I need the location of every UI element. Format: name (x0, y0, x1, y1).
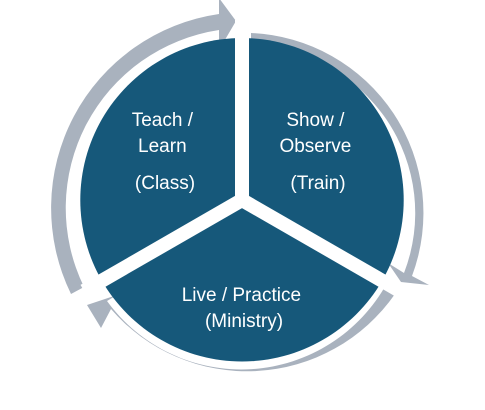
label-line: (Ministry) (205, 311, 283, 332)
divider-right (238, 193, 404, 298)
label-line: (Class) (135, 173, 195, 194)
label-line: Observe (279, 136, 351, 157)
segment-label-live: Live / Practice (Ministry) (182, 285, 307, 332)
label-line: Show / (286, 110, 345, 131)
segment-dividers (80, 20, 404, 298)
divider-left (80, 193, 246, 298)
segment-live-practice (102, 200, 382, 362)
label-line: Teach / (132, 110, 194, 131)
cycle-arrow-show-to-live (251, 33, 429, 285)
label-line: Learn (138, 136, 187, 157)
cycle-arrow-teach-to-show (51, 0, 236, 294)
label-line: (Train) (290, 173, 345, 194)
label-line: Live / Practice (182, 285, 301, 306)
segment-label-teach: Teach / Learn (Class) (132, 110, 199, 194)
segment-label-show: Show / Observe (Train) (279, 110, 356, 194)
